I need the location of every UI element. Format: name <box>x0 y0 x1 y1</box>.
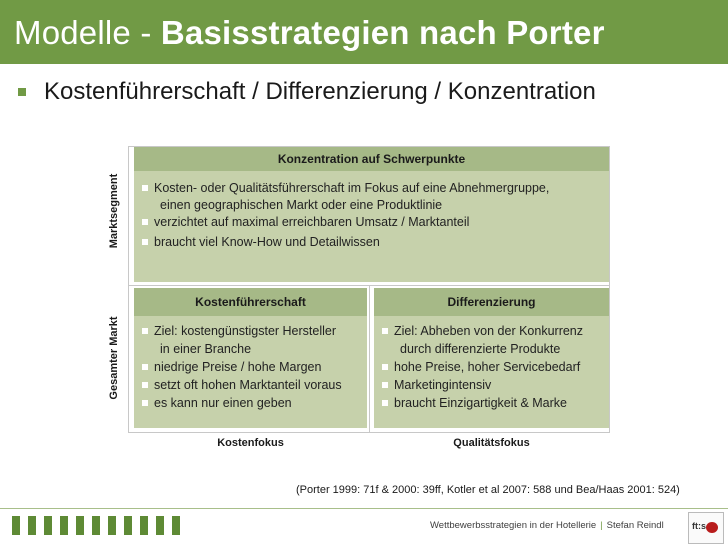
footer-bar <box>60 516 68 535</box>
panel-kostenfuehrerschaft-title: Kostenführerschaft <box>134 288 367 316</box>
panel-konzentration-body: Kosten- oder Qualitätsführerschaft im Fo… <box>140 180 605 251</box>
footer-author: Stefan Reindl <box>606 520 664 531</box>
footer-bar <box>156 516 164 535</box>
footer-presentation-title: Wettbewerbsstrategien in der Hotellerie <box>430 520 597 531</box>
list-item: setzt oft hohen Marktanteil voraus <box>140 377 365 394</box>
footer-bar <box>172 516 180 535</box>
list-item: es kann nur einen geben <box>140 395 365 412</box>
footer-text: Wettbewerbsstrategien in der Hotellerie|… <box>430 520 664 531</box>
footer-bar <box>28 516 36 535</box>
list-item: Ziel: kostengünstigster Hersteller <box>140 323 365 340</box>
list-item: Kosten- oder Qualitätsführerschaft im Fo… <box>140 180 605 197</box>
logo-text: ft:s <box>692 521 706 531</box>
footer-bars-decoration <box>12 516 180 535</box>
logo-mark-icon <box>706 522 718 533</box>
subtitle-bullet-icon <box>18 88 26 96</box>
slide-title: Modelle - Basisstrategien nach Porter <box>14 14 605 52</box>
title-prefix: Modelle - <box>14 14 161 51</box>
footer-bar <box>92 516 100 535</box>
matrix-line-right <box>609 146 610 432</box>
panel-kostenfuehrerschaft-body: Ziel: kostengünstigster Hersteller in ei… <box>140 323 365 412</box>
list-item: Marketingintensiv <box>380 377 607 394</box>
list-item-continuation: durch differenzierte Produkte <box>400 342 561 356</box>
slide-subtitle: Kostenführerschaft / Differenzierung / K… <box>44 78 596 105</box>
list-item: Ziel: Abheben von der Konkurrenz <box>380 323 607 340</box>
column-label-qualitaetsfokus: Qualitätsfokus <box>453 437 530 449</box>
footer-bar <box>76 516 84 535</box>
matrix-line-top <box>128 146 610 147</box>
title-main: Basisstrategien nach Porter <box>160 14 605 51</box>
footer-divider <box>0 508 728 509</box>
panel-konzentration-title: Konzentration auf Schwerpunkte <box>134 147 609 171</box>
footer-bar <box>44 516 52 535</box>
list-item: braucht viel Know-How und Detailwissen <box>140 234 605 251</box>
row-label-marktsegment: Marktsegment <box>108 173 120 249</box>
title-bar: Modelle - Basisstrategien nach Porter <box>0 0 728 64</box>
company-logo: ft:s <box>688 512 724 544</box>
matrix-line-left <box>128 146 129 432</box>
panel-kostenfuehrerschaft: Kostenführerschaft Ziel: kostengünstigst… <box>134 288 367 428</box>
panel-differenzierung-body: Ziel: Abheben von der Konkurrenz durch d… <box>380 323 607 412</box>
footer-bar <box>140 516 148 535</box>
list-item: braucht Einzigartigkeit & Marke <box>380 395 607 412</box>
list-item: niedrige Preise / hohe Margen <box>140 359 365 376</box>
panel-differenzierung: Differenzierung Ziel: Abheben von der Ko… <box>374 288 609 428</box>
list-item: verzichtet auf maximal erreichbaren Umsa… <box>140 214 605 231</box>
column-label-kostenfokus: Kostenfokus <box>217 437 284 449</box>
footer-bar <box>108 516 116 535</box>
matrix-line-center <box>369 285 370 432</box>
list-item-continuation: einen geographischen Markt oder eine Pro… <box>160 198 443 212</box>
footer-bar <box>12 516 20 535</box>
row-label-gesamter-markt: Gesamter Markt <box>108 316 120 400</box>
citation: (Porter 1999: 71f & 2000: 39ff, Kotler e… <box>296 484 680 496</box>
panel-differenzierung-title: Differenzierung <box>374 288 609 316</box>
list-item: hohe Preise, hoher Servicebedarf <box>380 359 607 376</box>
matrix-line-bottom <box>128 432 610 433</box>
list-item-continuation: in einer Branche <box>160 342 252 356</box>
panel-konzentration: Konzentration auf Schwerpunkte Kosten- o… <box>134 147 609 282</box>
footer-separator: | <box>600 520 603 531</box>
footer-bar <box>124 516 132 535</box>
